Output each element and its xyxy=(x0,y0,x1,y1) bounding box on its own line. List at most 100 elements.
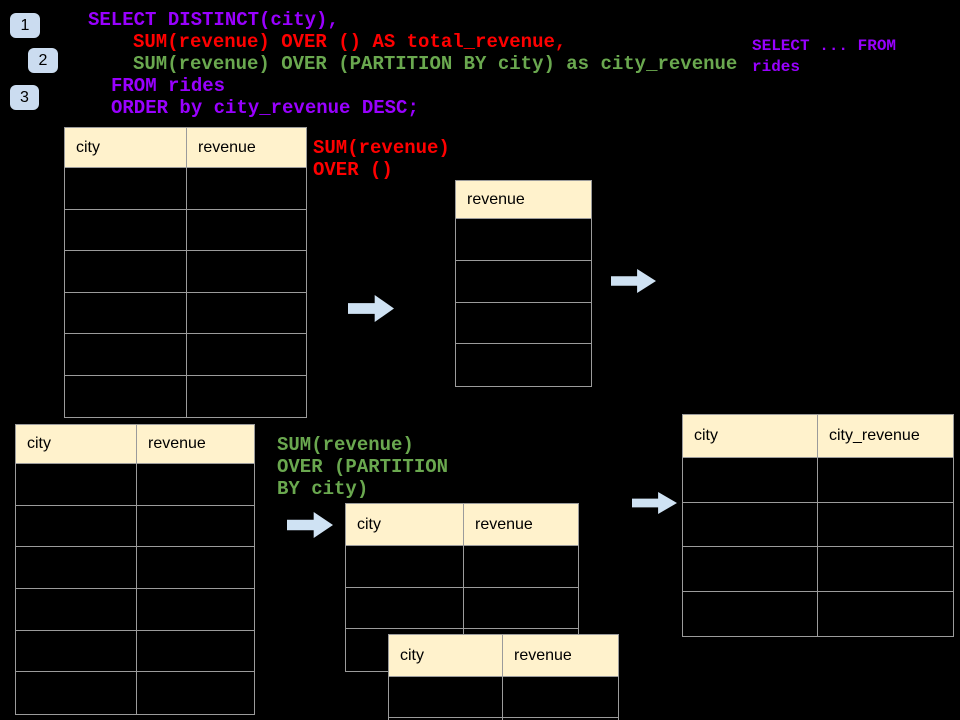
table-cell xyxy=(346,546,464,587)
table-cell xyxy=(346,587,464,629)
table-header-row: city revenue xyxy=(16,425,254,464)
table-cell xyxy=(16,505,137,547)
table-cell xyxy=(683,547,818,591)
table-row xyxy=(389,677,618,718)
table-cell xyxy=(683,502,818,546)
table-cell xyxy=(818,458,953,502)
column-header-revenue: revenue xyxy=(198,138,256,156)
sql-code-line: ORDER by city_revenue DESC; xyxy=(111,97,419,119)
partition-table-front: city revenue xyxy=(388,634,619,720)
table-row xyxy=(346,546,578,588)
table-row xyxy=(65,334,306,376)
table-row xyxy=(683,502,953,547)
column-header-city: city xyxy=(389,635,503,676)
table-row xyxy=(456,219,591,261)
table-row xyxy=(65,209,306,251)
table-header-row: city revenue xyxy=(389,635,618,677)
table-cell xyxy=(137,464,254,505)
sql-code-block: SELECT DISTINCT(city),SUM(revenue) OVER … xyxy=(88,9,737,119)
column-header-revenue: revenue xyxy=(514,646,572,664)
step-badge-2: 2 xyxy=(28,48,58,73)
table-row xyxy=(16,547,254,590)
table-cell xyxy=(464,546,578,587)
table-row xyxy=(65,168,306,210)
total-revenue-result-table: revenue xyxy=(455,180,592,388)
table-row xyxy=(456,261,591,303)
step-badge-3: 3 xyxy=(10,85,39,110)
table-cell xyxy=(65,168,187,209)
side-note-line: rides xyxy=(752,58,801,76)
sql-code-line: FROM rides xyxy=(111,75,226,97)
table-cell xyxy=(65,209,187,250)
sql-code-line: SUM(revenue) OVER () AS total_revenue, xyxy=(133,31,567,53)
table-row xyxy=(683,547,953,592)
table-cell xyxy=(16,589,137,630)
total-revenue-annotation-line: OVER () xyxy=(313,159,393,181)
sql-code-line: SELECT DISTINCT(city), xyxy=(88,9,339,31)
partition-annotation-line: BY city) xyxy=(277,478,369,500)
column-header-city: city xyxy=(346,504,464,545)
table-header-row: city revenue xyxy=(65,128,306,168)
table-cell xyxy=(16,630,137,672)
column-header-revenue: revenue xyxy=(475,515,533,533)
table-cell xyxy=(65,375,187,417)
table-row xyxy=(683,591,953,637)
table-cell xyxy=(187,168,306,209)
table-cell xyxy=(16,672,137,715)
partition-annotation-line: SUM(revenue) xyxy=(277,434,414,456)
table-cell xyxy=(187,293,306,334)
table-row xyxy=(65,375,306,417)
table-cell xyxy=(456,219,591,260)
table-row xyxy=(65,292,306,334)
total-revenue-annotation: SUM(revenue)OVER () xyxy=(313,137,450,181)
table-cell xyxy=(137,672,254,714)
table-cell xyxy=(65,251,187,292)
column-header-city: city xyxy=(683,415,818,457)
total-revenue-annotation-line: SUM(revenue) xyxy=(313,137,450,159)
table-cell xyxy=(137,547,254,588)
table-cell xyxy=(818,503,953,547)
table-cell xyxy=(456,261,591,302)
table-cell xyxy=(456,303,591,344)
table-cell xyxy=(456,344,591,386)
table-cell xyxy=(187,334,306,375)
table-cell xyxy=(137,589,254,630)
source-rides-table-bottom: city revenue xyxy=(15,424,255,716)
table-row xyxy=(456,303,591,345)
side-note-line: SELECT ... FROM xyxy=(752,37,897,55)
column-header-revenue: revenue xyxy=(148,435,206,452)
table-cell xyxy=(818,592,953,637)
table-cell xyxy=(137,631,254,672)
table-row xyxy=(16,464,254,506)
table-cell xyxy=(464,588,578,629)
table-cell xyxy=(389,677,503,717)
table-row xyxy=(16,589,254,631)
table-row xyxy=(16,505,254,548)
side-note: SELECT ... FROM rides xyxy=(752,36,896,78)
table-row xyxy=(65,251,306,293)
table-header-row: city revenue xyxy=(346,504,578,546)
column-header-city: city xyxy=(65,128,187,167)
table-cell xyxy=(187,251,306,292)
table-row xyxy=(346,587,578,630)
table-row xyxy=(683,458,953,503)
table-cell xyxy=(16,464,137,505)
table-cell xyxy=(65,334,187,375)
table-header-row: revenue xyxy=(456,181,591,219)
table-row xyxy=(16,630,254,673)
table-cell xyxy=(683,591,818,636)
column-header-city: city xyxy=(16,425,137,463)
table-cell xyxy=(65,292,187,333)
table-cell xyxy=(818,547,953,591)
table-row xyxy=(389,718,618,720)
table-row xyxy=(456,344,591,386)
table-cell xyxy=(503,677,618,717)
